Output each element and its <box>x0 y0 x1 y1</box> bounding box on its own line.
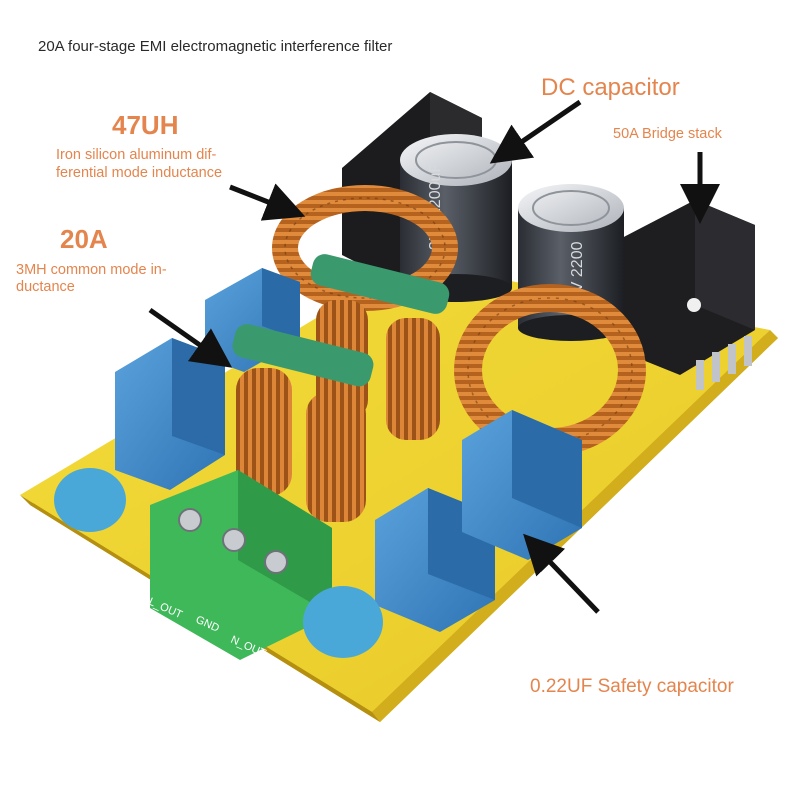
label-line: 3MH common mode in- <box>16 262 167 278</box>
terminal-block <box>150 470 332 660</box>
y-capacitor-left <box>54 468 126 532</box>
bridge-stack-label: 50A Bridge stack <box>613 126 722 142</box>
arrow-icon <box>229 183 306 221</box>
differential-mode-label: Iron silicon aluminum dif- ferential mod… <box>56 146 222 182</box>
current-rating-label: 20A <box>60 224 108 254</box>
inductance-value-label: 47UH <box>112 110 179 140</box>
label-line: ferential mode inductance <box>56 165 223 181</box>
image-title: 20A four-stage EMI electromagnetic inter… <box>38 38 393 55</box>
arrow-icon <box>489 99 582 164</box>
label-line: ductance <box>16 279 75 295</box>
common-mode-choke-front <box>232 324 374 522</box>
safety-capacitor-label: 0.22UF Safety capacitor <box>530 676 734 697</box>
annotation-arrows <box>148 99 720 614</box>
common-mode-label: 3MH common mode in- ductance <box>16 262 167 296</box>
dc-capacitor-label: DC capacitor <box>541 74 680 101</box>
arrow-icon <box>523 533 600 614</box>
bridge-rectifier <box>618 200 755 390</box>
arrow-icon <box>148 307 233 368</box>
y-capacitor-right <box>303 586 383 658</box>
label-line: Iron silicon aluminum dif- <box>56 147 217 163</box>
differential-mode-inductor-1 <box>272 185 458 311</box>
safety-capacitor-2 <box>462 410 582 560</box>
